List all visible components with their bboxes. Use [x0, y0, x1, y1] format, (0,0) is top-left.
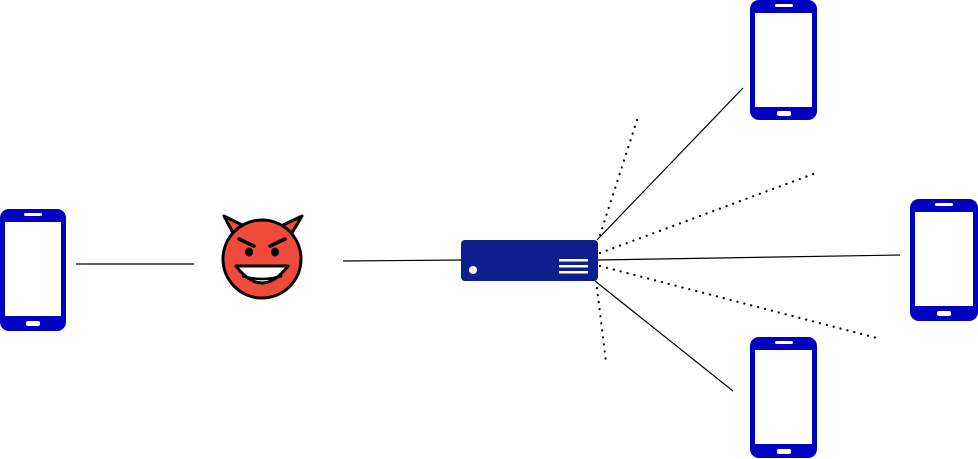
dotted-link-down [595, 286, 608, 364]
link-router-to-top-phone [596, 87, 744, 241]
router-icon [461, 240, 598, 281]
phone-right-icon [910, 199, 978, 321]
solid-links [76, 87, 901, 392]
phone-top-right-icon [750, 0, 817, 120]
dotted-link-upper-right [598, 171, 818, 255]
dotted-link-lower-right [598, 264, 879, 340]
dotted-link-up [598, 115, 640, 237]
link-attacker-to-router [342, 259, 463, 262]
devil-icon [221, 214, 304, 300]
link-router-to-bottom-phone [594, 280, 734, 392]
phone-bottom-right-icon [750, 337, 817, 458]
dotted-links [595, 115, 879, 364]
link-router-to-right-phone [596, 254, 901, 261]
source-phone-icon [0, 209, 66, 331]
